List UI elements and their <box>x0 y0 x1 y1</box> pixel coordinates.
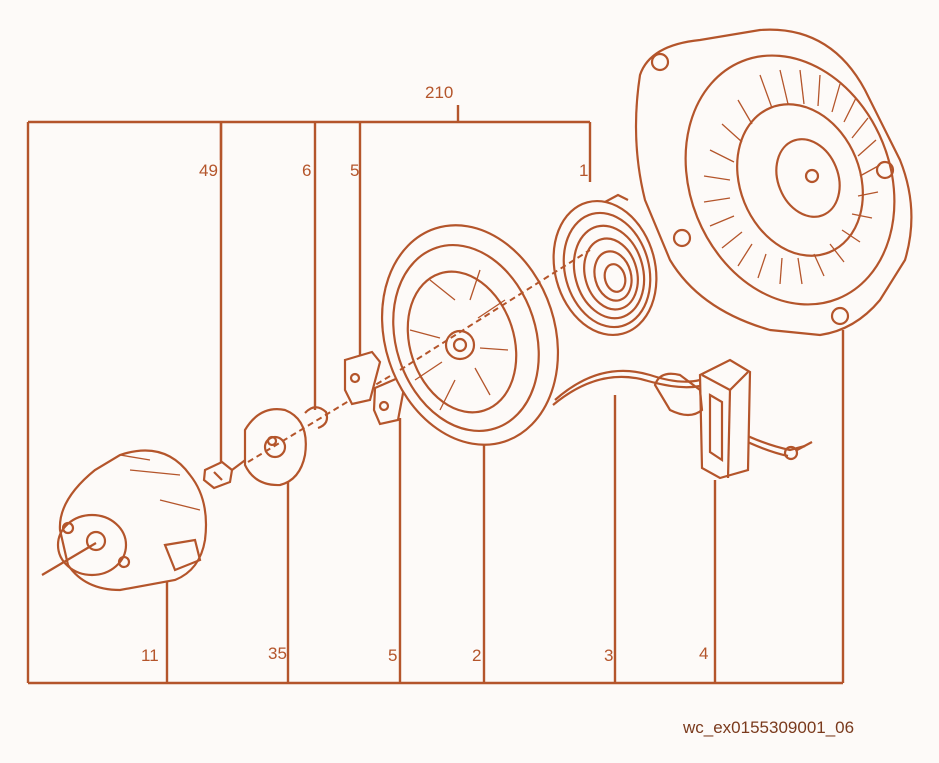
reference-code: wc_ex0155309001_06 <box>683 718 855 737</box>
clip-part <box>304 406 329 430</box>
bottom-leader-lines <box>165 395 717 683</box>
callout-5-bottom: 5 <box>388 646 398 665</box>
spiral-spring-part <box>552 193 658 337</box>
starter-cup-part <box>41 449 208 592</box>
callout-1: 1 <box>579 161 589 180</box>
callout-3: 3 <box>604 646 614 665</box>
top-leader-lines <box>219 122 362 462</box>
callout-6: 6 <box>302 161 312 180</box>
starter-handle-part <box>653 358 752 480</box>
starter-rope-part <box>552 369 813 461</box>
bolt-part <box>202 457 249 490</box>
reel-pulley-part <box>380 224 591 446</box>
starter-housing-part <box>634 28 913 337</box>
callout-2: 2 <box>472 646 482 665</box>
ratchet-plate-part <box>243 369 401 487</box>
assembly-bracket <box>26 105 845 685</box>
assembly-label: 210 <box>425 83 454 102</box>
callout-5-top: 5 <box>350 161 360 180</box>
callout-35: 35 <box>268 644 287 663</box>
callout-49: 49 <box>199 161 218 180</box>
callout-4: 4 <box>699 644 709 663</box>
callout-11: 11 <box>141 646 159 665</box>
